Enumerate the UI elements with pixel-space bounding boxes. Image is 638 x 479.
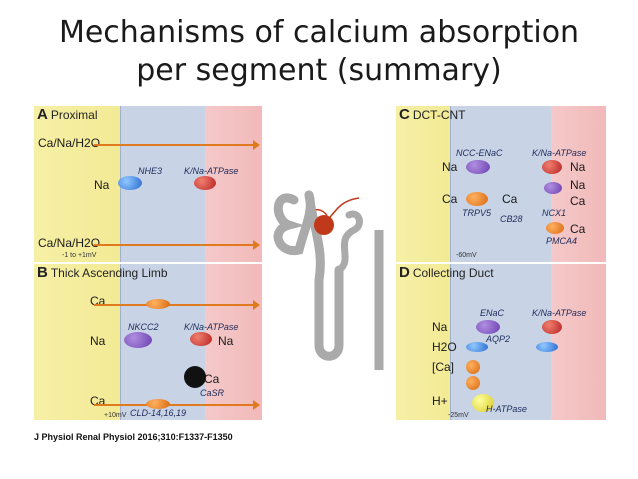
aqp2-channel (466, 342, 488, 352)
panel-a-top-arrow (94, 144, 254, 146)
casr-receptor (184, 366, 206, 388)
nkcc2-transporter (124, 332, 152, 348)
panel-d-na: Na (432, 320, 447, 334)
pmca4-pump (546, 222, 564, 234)
panel-c-na-left: Na (442, 160, 457, 174)
panel-b-na-left: Na (90, 334, 105, 348)
panel-b-casr: CaSR (200, 388, 224, 398)
panel-d-ca-sensor-1 (466, 360, 480, 374)
trpv5-channel (466, 192, 488, 206)
panel-b-atpase: K/Na-ATPase (184, 322, 238, 332)
panel-c-voltage: -60mV (456, 252, 477, 259)
ncc-enac-transporter (466, 160, 490, 174)
panel-c-trpv5: TRPV5 (462, 208, 491, 218)
panel-b-na-right: Na (218, 334, 233, 348)
panel-a-top-flux: Ca/Na/H2O (38, 136, 100, 150)
panel-d-voltage: -25mV (448, 412, 469, 419)
panel-c-atpase: K/Na-ATPase (532, 148, 586, 158)
panel-c-na-right2: Na (570, 178, 585, 192)
panel-b-cld: CLD-14,16,19 (130, 408, 186, 418)
nhe3-transporter (118, 176, 142, 190)
panel-a-voltage: -1 to +1mV (62, 252, 96, 259)
panel-a-na: Na (94, 178, 109, 192)
panel-b-ca-casr: Ca (204, 372, 219, 386)
na-k-atpase (194, 176, 216, 190)
panel-b-bottom-arrow (94, 404, 254, 406)
panel-a-bottom-flux: Ca/Na/H2O (38, 236, 100, 250)
panel-b-paracellular-channel (146, 299, 170, 309)
panel-b-voltage: +10mV (104, 412, 126, 419)
panel-c-ca-right1: Ca (570, 194, 585, 208)
enac-channel (476, 320, 500, 334)
aqp34-channel (536, 342, 558, 352)
panel-c-ncx1: NCX1 (542, 208, 566, 218)
panel-d-ca: [Ca] (432, 360, 454, 374)
panel-c-pmca4: PMCA4 (546, 236, 577, 246)
panel-d-ca-sensor-2 (466, 376, 480, 390)
panel-a-atpase: K/Na-ATPase (184, 166, 238, 176)
panel-c-ncc: NCC-ENaC (456, 148, 503, 158)
panel-b-top-arrow (94, 304, 254, 306)
slide-title-line2: per segment (summary) (0, 52, 638, 90)
panel-d-atpase: K/Na-ATPase (532, 308, 586, 318)
panel-b-na-k-atpase (190, 332, 212, 346)
panel-d-aqp2: AQP2 (486, 334, 510, 344)
ncx1-transporter (544, 182, 562, 194)
citation: J Physiol Renal Physiol 2016;310:F1337-F… (34, 432, 233, 442)
panel-b-nkcc2: NKCC2 (128, 322, 159, 332)
panel-c-ca-left: Ca (442, 192, 457, 206)
panel-d-enac: ENaC (480, 308, 504, 318)
nephron-diagram (264, 170, 394, 370)
panel-c-na-k-atpase (542, 160, 562, 174)
panel-d-h2o: H2O (432, 340, 457, 354)
panel-d-na-k-atpase (542, 320, 562, 334)
panel-d-h: H+ (432, 394, 448, 408)
slide-title-line1: Mechanisms of calcium absorption (0, 14, 638, 52)
panel-c-ca-mid: Ca (502, 192, 517, 206)
panel-c-na-right1: Na (570, 160, 585, 174)
panel-c-ca-right2: Ca (570, 222, 585, 236)
panel-c-cb28: CB28 (500, 214, 523, 224)
panel-a-nhe3: NHE3 (138, 166, 162, 176)
panel-a-bottom-arrow (94, 244, 254, 246)
panel-d-hatpase: H-ATPase (486, 404, 527, 414)
slide-title: Mechanisms of calcium absorption per seg… (0, 14, 638, 90)
